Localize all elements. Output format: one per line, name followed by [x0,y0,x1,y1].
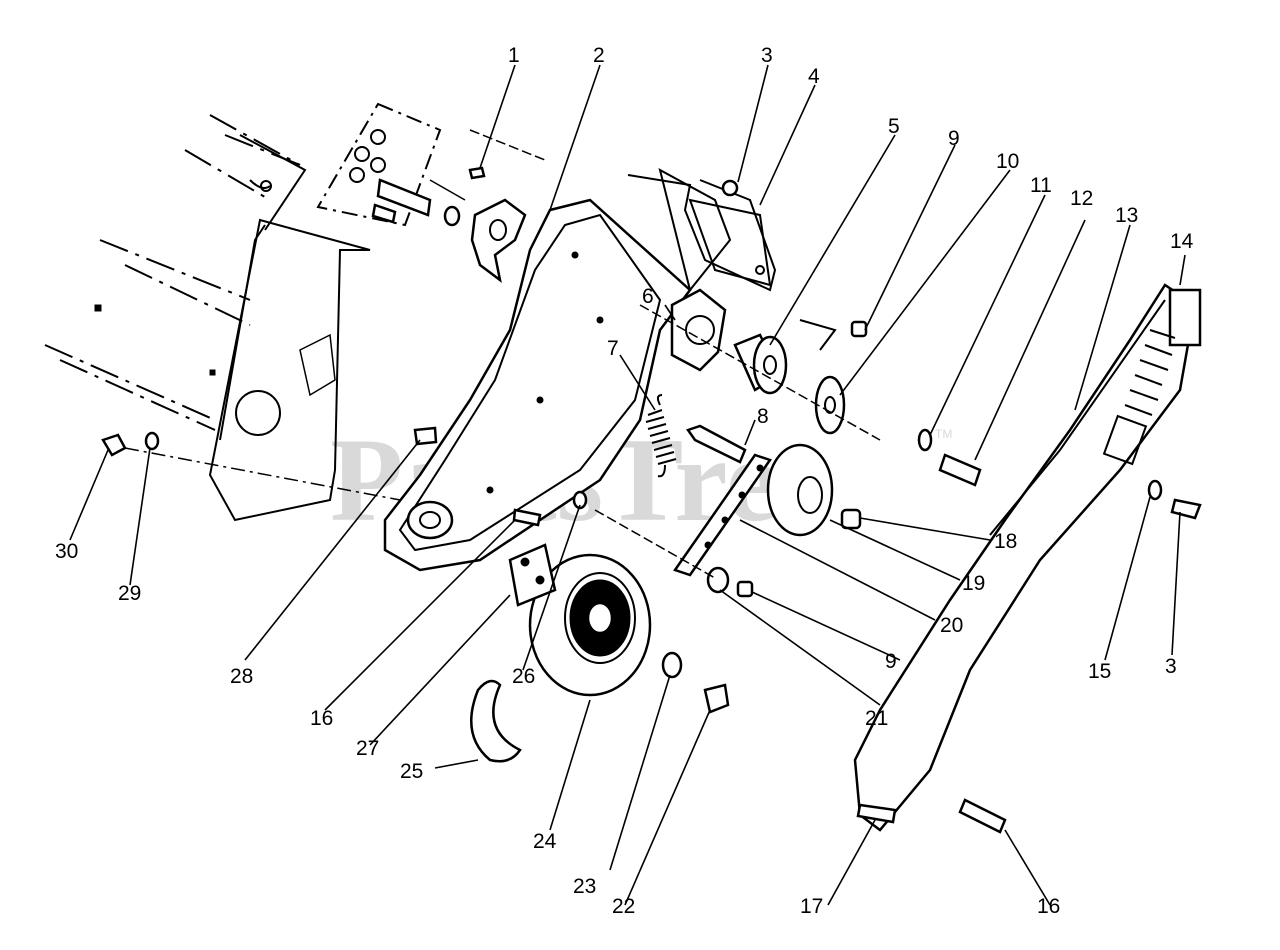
label-part-3-top: 3 [761,44,773,67]
label-part-3-right: 3 [1165,655,1177,678]
chain-case [383,198,692,572]
label-part-24: 24 [533,830,557,853]
pin-assembly-box [316,102,466,227]
watermark-trademark: TM [935,427,952,441]
driven-pulley [528,553,730,714]
label-part-17: 17 [800,895,823,918]
label-part-11: 11 [1030,174,1052,197]
belt-guard-plate [627,168,777,293]
bolt-12 [917,428,982,487]
tension-spring [645,394,677,478]
label-part-22: 22 [612,895,635,918]
label-part-23: 23 [573,875,596,898]
label-part-7: 7 [607,337,619,360]
label-part-8: 8 [757,405,769,428]
label-part-16-bottom: 16 [1037,895,1060,918]
axle-nut-washer [101,431,401,501]
label-part-12: 12 [1070,187,1093,210]
belt-cover [853,283,1202,832]
washer-nut-21-9 [706,566,754,598]
cover-hardware [1147,479,1202,520]
idler-arm [673,453,772,577]
label-part-14: 14 [1170,230,1194,253]
label-part-26: 26 [512,665,535,688]
label-part-13: 13 [1115,204,1138,227]
label-part-27: 27 [356,737,379,760]
label-part-15: 15 [1088,660,1111,683]
label-part-25: 25 [400,760,423,783]
label-part-18: 18 [994,530,1017,553]
label-part-5: 5 [888,115,900,138]
label-part-20: 20 [940,614,963,637]
front-bracket [443,166,527,283]
pulley-set [733,319,868,435]
label-part-4: 4 [808,65,820,88]
shoulder-bolt [686,424,747,464]
label-part-6: 6 [642,285,654,308]
idler-pulley [766,443,862,537]
label-part-9-top: 9 [948,127,960,150]
label-part-16-left: 16 [310,707,333,730]
label-part-9-mid: 9 [885,650,897,673]
label-part-21: 21 [865,707,888,730]
part-labels: 1 2 3 4 5 9 10 11 12 13 14 6 7 8 18 19 2… [55,44,1194,918]
chain-link [470,543,557,763]
bearing-flange [670,288,727,372]
label-part-28: 28 [230,665,253,688]
label-part-29: 29 [118,582,141,605]
label-part-19: 19 [962,572,985,595]
bottom-bolts [856,798,1007,834]
tine-housing-frame [44,114,371,522]
label-part-10: 10 [996,150,1019,173]
label-part-30: 30 [55,540,78,563]
left-bolts [413,426,588,527]
label-part-1: 1 [508,44,520,67]
label-part-2: 2 [593,44,605,67]
leader-lines [69,64,1186,906]
